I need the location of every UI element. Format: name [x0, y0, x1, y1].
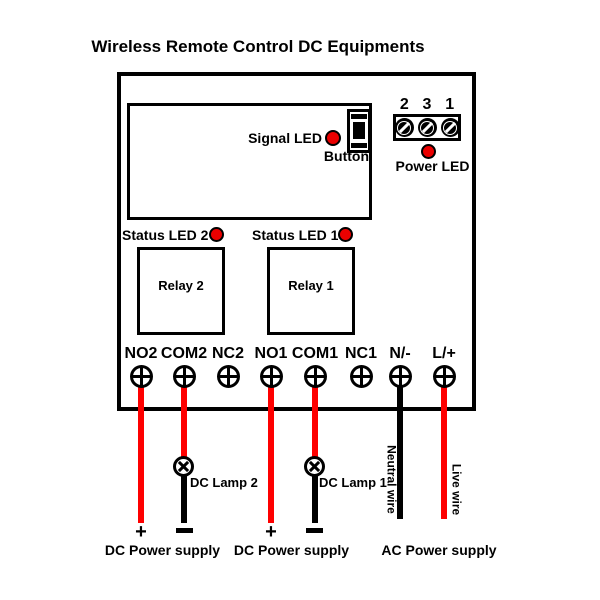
terminal-label-live: L/+: [432, 345, 456, 362]
page-title: Wireless Remote Control DC Equipments: [91, 37, 425, 56]
dc-lamp-2-label: DC Lamp 2: [190, 475, 258, 490]
neutral-wire-label: Neutral wire: [384, 445, 399, 514]
dc-power-supply-1-label: DC Power supply: [233, 542, 350, 558]
dc-lamp-2-icon: [173, 456, 194, 477]
terminal-label-com2: COM2: [160, 345, 208, 362]
dc1-minus-mark: −: [176, 528, 193, 533]
relay-1-label: Relay 1: [288, 277, 334, 293]
lamp1-black-wire: [312, 475, 318, 523]
screw-icon: [417, 118, 437, 137]
live-red-wire: [441, 387, 447, 519]
screw-terminal-nc1: [349, 365, 373, 388]
receiver-module-box: [127, 103, 372, 220]
screw-terminal-live: [432, 365, 456, 388]
relay-1-box: Relay 1: [267, 247, 355, 335]
dc1-plus-mark: +: [135, 521, 147, 543]
terminal-label-nc2: NC2: [211, 345, 245, 362]
neutral-black-wire: [397, 387, 403, 519]
status-led-1-icon: [338, 227, 353, 242]
terminal-label-no1: NO1: [254, 345, 288, 362]
signal-led-icon: [325, 130, 341, 146]
pin-number-1: 1: [445, 96, 455, 113]
dc-power-supply-2-label: DC Power supply: [104, 542, 221, 558]
screw-terminal-no1: [259, 365, 283, 388]
screw-terminal-com1: [303, 365, 327, 388]
terminal-label-neutral: N/-: [389, 345, 411, 362]
dc2-plus-mark: +: [265, 521, 277, 543]
pin-number-3: 3: [422, 96, 432, 113]
screw-icon: [394, 118, 414, 137]
com1-red-wire: [312, 387, 318, 457]
button-icon: [347, 109, 371, 153]
power-led-label: Power LED: [395, 158, 470, 174]
dc-lamp-1-icon: [304, 456, 325, 477]
status-led-2-icon: [209, 227, 224, 242]
status-led-1-label: Status LED 1: [252, 227, 339, 243]
power-led-icon: [421, 144, 436, 159]
relay-2-box: Relay 2: [137, 247, 225, 335]
pin-number-2: 2: [399, 96, 409, 113]
com2-red-wire: [181, 387, 187, 457]
no1-red-wire: [268, 387, 274, 523]
screw-terminal-neutral: [388, 365, 412, 388]
relay-2-label: Relay 2: [158, 277, 204, 293]
no2-red-wire: [138, 387, 144, 523]
terminal-label-no2: NO2: [124, 345, 158, 362]
screw-icon: [440, 118, 460, 137]
ac-power-supply-label: AC Power supply: [381, 542, 497, 558]
dc2-minus-mark: −: [306, 528, 323, 533]
terminal-label-com1: COM1: [291, 345, 339, 362]
terminal-label-nc1: NC1: [344, 345, 378, 362]
screw-terminal-no2: [129, 365, 153, 388]
status-led-2-label: Status LED 2: [122, 227, 209, 243]
button-label: Button: [323, 148, 369, 164]
screw-terminal-nc2: [216, 365, 240, 388]
signal-led-label: Signal LED: [248, 130, 322, 146]
device-outline-box: [117, 72, 476, 411]
screw-terminal-com2: [172, 365, 196, 388]
ac-terminal-pin-numbers: 2 3 1: [393, 96, 461, 113]
live-wire-label: Live wire: [449, 463, 464, 516]
dc-lamp-1-label: DC Lamp 1: [319, 475, 387, 490]
lamp2-black-wire: [181, 475, 187, 523]
